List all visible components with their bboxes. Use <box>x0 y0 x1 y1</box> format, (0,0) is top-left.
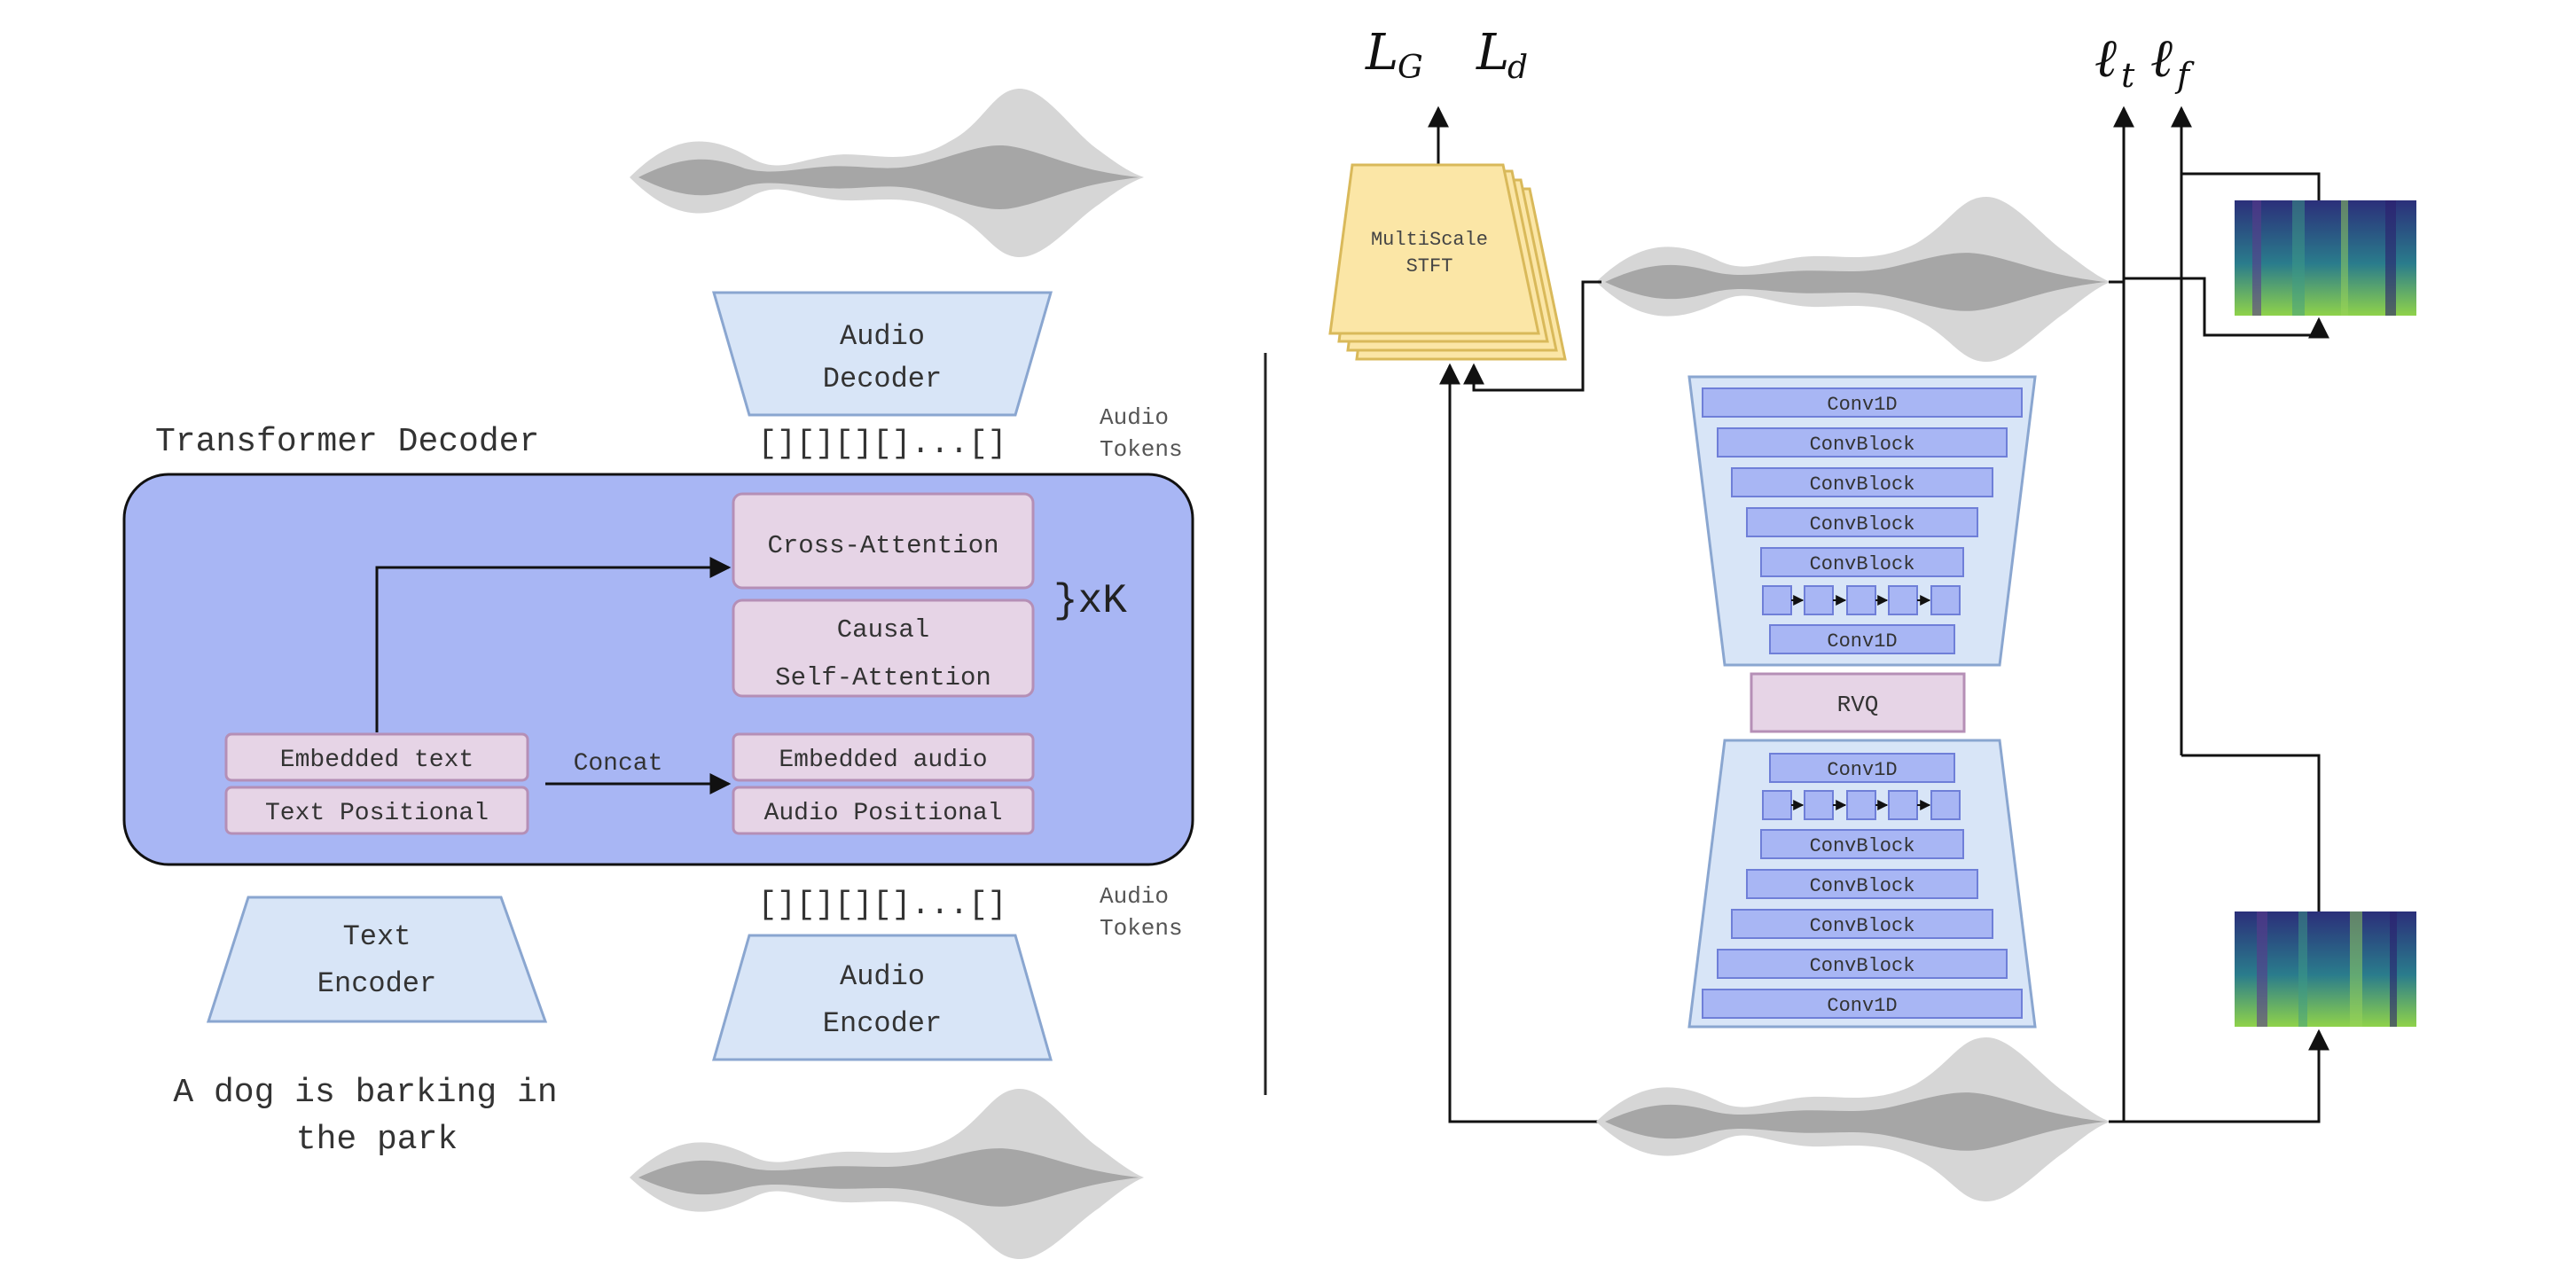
audio-positional-label: Audio Positional <box>764 800 1003 827</box>
rvq-block: RVQ <box>1750 672 1966 733</box>
text-encoder-block: Text Encoder <box>206 896 548 1023</box>
stft-label-2: STFT <box>1406 255 1453 278</box>
embedded-audio-block: Embedded audio <box>732 732 1035 782</box>
text-positional-label: Text Positional <box>265 800 489 827</box>
text-prompt-line-2: the park <box>296 1121 458 1159</box>
input-waveform <box>630 1089 1144 1259</box>
cross-attention-label: Cross-Attention <box>767 531 998 560</box>
loss-t-main: ℓ <box>2094 27 2117 90</box>
decoder-convblock-4: ConvBlock <box>1760 547 1964 577</box>
loss-t-label: ℓ t <box>2094 27 2135 95</box>
concat-label: Concat <box>574 750 663 778</box>
loss-g-label: L G <box>1365 24 1423 86</box>
encoder-conv1d-top: Conv1D <box>1769 753 1955 783</box>
decoder-conv1d-top: Conv1D <box>1702 387 2023 418</box>
text-positional-block: Text Positional <box>224 786 529 835</box>
reconstructed-waveform <box>1596 197 2110 362</box>
embedded-text-block: Embedded text <box>224 732 529 782</box>
repeat-k-label: }xK <box>1053 578 1127 624</box>
audio-encoder-label-1: Audio <box>840 960 925 993</box>
encoder-convblock-1: ConvBlock <box>1760 829 1964 859</box>
multiscale-stft-block: MultiScale STFT <box>1328 163 1567 361</box>
audio-decoder-block: Audio Decoder <box>712 291 1053 417</box>
stft-label-1: MultiScale <box>1371 229 1488 251</box>
recon-to-stft-arrow <box>1463 280 1601 392</box>
loss-f-main: ℓ <box>2150 27 2173 90</box>
encoder-block-label-1: ConvBlock <box>1810 875 1915 897</box>
encoder-block-label-3: ConvBlock <box>1810 955 1915 977</box>
loss-g-main: L <box>1365 24 1398 82</box>
encoder-convblock-3: ConvBlock <box>1731 909 1993 939</box>
text-encoder-label-1: Text <box>343 920 411 953</box>
audio-decoder-label-2: Decoder <box>823 363 942 395</box>
audio-tokens-top-label-1: Audio <box>1100 404 1169 431</box>
encoder-convblock-4: ConvBlock <box>1717 949 2008 979</box>
encoder-block-label-0: ConvBlock <box>1810 835 1915 857</box>
encoder-conv1d-bottom: Conv1D <box>1702 989 2023 1019</box>
spectrogram-top-to-lf <box>2181 172 2321 200</box>
embedded-audio-label: Embedded audio <box>779 747 987 774</box>
spectrogram-reconstructed <box>2235 200 2416 316</box>
text-to-cross-attention-arrow <box>375 557 732 732</box>
encoder-residual-units <box>1762 790 1961 820</box>
spectrogram-input <box>2235 911 2416 1027</box>
audio-tokens-bottom-label-1: Audio <box>1100 883 1169 910</box>
text-prompt-line-1: A dog is barking in <box>173 1074 557 1112</box>
transformer-decoder-title: Transformer Decoder <box>155 423 539 461</box>
decoder-convblock-2: ConvBlock <box>1731 467 1993 497</box>
loss-d-sub: d <box>1507 50 1528 86</box>
text-encoder-label-2: Encoder <box>317 967 436 1000</box>
decoder-block-label-0: Conv1D <box>1827 394 1897 416</box>
decoder-convblock-3: ConvBlock <box>1746 507 1978 537</box>
decoder-block-label-3: ConvBlock <box>1810 513 1915 536</box>
loss-f-sub: f <box>2174 56 2195 95</box>
causal-label-2: Self-Attention <box>775 663 991 692</box>
loss-d-label: L d <box>1476 24 1528 86</box>
output-waveform <box>630 89 1144 257</box>
audio-positional-block: Audio Positional <box>732 786 1035 835</box>
cross-attention-block: Cross-Attention <box>732 492 1035 590</box>
loss-t-sub: t <box>2121 56 2135 95</box>
codec-decoder: Conv1D ConvBlock ConvBlock ConvBlock Con… <box>1687 375 2037 667</box>
causal-self-attention-block: Causal Self-Attention <box>732 598 1035 698</box>
audio-encoder-label-2: Encoder <box>823 1007 942 1040</box>
input-wave-to-spectrogram <box>2124 1029 2329 1123</box>
decoder-block-label-1: ConvBlock <box>1810 434 1915 456</box>
input-to-stft-arrow <box>1439 363 1601 1123</box>
audio-tokens-top-label-2: Tokens <box>1100 436 1183 463</box>
codec-input-waveform <box>1596 1037 2110 1201</box>
loss-d-main: L <box>1476 24 1509 82</box>
encoder-block-label-4: Conv1D <box>1827 995 1897 1017</box>
audio-tokens-bottom: [][][][]...[] <box>758 887 1007 923</box>
embedded-text-label: Embedded text <box>280 747 474 774</box>
codec-encoder: Conv1D ConvBlock ConvBlock ConvBlock <box>1687 739 2037 1029</box>
decoder-block-label-2: ConvBlock <box>1810 473 1915 496</box>
encoder-block-label-2: ConvBlock <box>1810 915 1915 937</box>
decoder-convblock-1: ConvBlock <box>1717 427 2008 458</box>
loss-g-sub: G <box>1398 50 1423 86</box>
decoder-conv1d-bottom: Conv1D <box>1769 624 1955 654</box>
encoder-convblock-2: ConvBlock <box>1746 869 1978 899</box>
encoder-first-label: Conv1D <box>1827 759 1897 781</box>
audio-decoder-label-1: Audio <box>840 320 925 353</box>
decoder-block-label-4: ConvBlock <box>1810 553 1915 575</box>
rvq-label: RVQ <box>1837 692 1879 718</box>
decoder-residual-units <box>1762 585 1961 615</box>
spectrogram-bottom-to-lf <box>2181 754 2321 911</box>
audio-tokens-top: [][][][]...[] <box>758 426 1007 462</box>
decoder-last-label: Conv1D <box>1827 630 1897 653</box>
recon-wave-to-spectrogram <box>2124 277 2329 339</box>
causal-label-1: Causal <box>837 615 929 645</box>
loss-f-label: ℓ f <box>2150 27 2195 95</box>
audio-encoder-block: Audio Encoder <box>712 934 1053 1061</box>
audio-tokens-bottom-label-2: Tokens <box>1100 915 1183 942</box>
